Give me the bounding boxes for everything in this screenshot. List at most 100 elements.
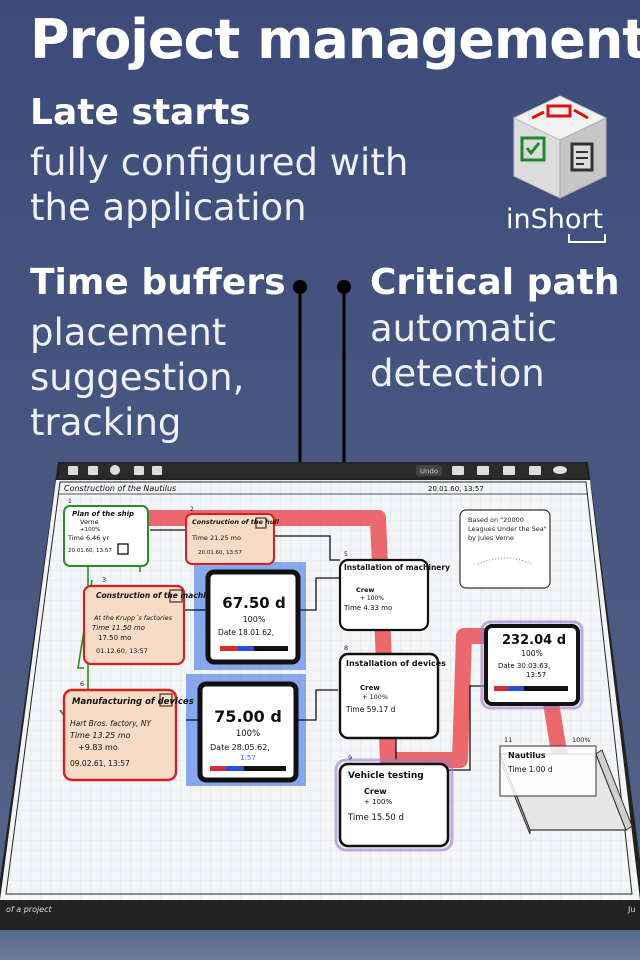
buffer-time: 13:57 <box>526 671 546 679</box>
task-node-construction-of-hull[interactable]: 2 Construction of the hull Time 21.25 mo… <box>185 506 280 565</box>
task-node-vehicle-testing[interactable]: 9 Vehicle testing Crew + 100% Time 15.50… <box>338 754 450 848</box>
feature-time-buffers: Time buffers <box>30 262 286 303</box>
node-date: 20.01.60, 13:57 <box>68 548 112 554</box>
footer-right: Ju <box>627 905 635 914</box>
node-number: 11 <box>504 736 512 744</box>
critical-path-callout-dot <box>337 280 351 294</box>
project-title: Construction of the Nautilus <box>64 484 176 493</box>
buffer-node-3[interactable]: 232.04 d 100% Date 30.03.63, 13:57 <box>484 624 580 706</box>
time-buffers-line-2: suggestion, <box>30 356 245 399</box>
tree-icon[interactable] <box>152 466 162 475</box>
critical-path-line-1: automatic <box>370 307 558 350</box>
toolbar-icons <box>68 465 567 475</box>
node-number: 3 <box>102 576 106 584</box>
delete-icon[interactable] <box>88 466 98 475</box>
node-time: Time 15.50 d <box>347 813 404 823</box>
node-title: Manufacturing of devices <box>72 697 194 707</box>
logo-name: inShort <box>506 204 604 235</box>
node-time: Time 6.46 yr <box>67 534 109 542</box>
layout-icon[interactable] <box>134 466 144 475</box>
settings-icon[interactable] <box>110 465 120 475</box>
task-node-plan-of-the-ship[interactable]: 1 Plan of the ship Verne +100% Time 6.46… <box>63 498 149 567</box>
node-number: 9 <box>348 754 352 762</box>
task-node-installation-of-devices[interactable]: 8 Installation of devices Crew + 100% Ti… <box>338 644 446 740</box>
time-buffers-line-1: placement <box>30 311 227 354</box>
note-line-1: Based on "20000 <box>468 516 524 524</box>
buffer-percent: 100% <box>243 615 266 624</box>
node-line-4: 17.50 mo <box>98 634 131 642</box>
node-time: Time 11.50 mo <box>92 624 145 632</box>
chevron-down-icon[interactable] <box>255 517 267 529</box>
node-number: 2 <box>190 506 194 513</box>
node-time: Time 4.33 mo <box>343 604 392 612</box>
buffer-value: 232.04 d <box>502 633 566 648</box>
critical-halo-1 <box>480 620 584 710</box>
time-buffers-callout-dot <box>293 280 307 294</box>
task-node-installation-of-machinery[interactable]: 5 Installation of machinery Crew + 100% … <box>338 551 450 632</box>
crew-percent: + 100% <box>364 798 392 806</box>
feature-critical-path-desc: automatic detection <box>370 306 557 396</box>
buffer-node-1[interactable]: 67.50 d 100% Date 18.01.62, <box>205 569 301 665</box>
milestone-node-nautilus[interactable]: 11 100% Nautilus Time 1.00 d <box>499 736 633 835</box>
node-time: Time 1.00 d <box>507 765 553 774</box>
task-node-manufacturing-of-devices[interactable]: 6 Manufacturing of devices Hart Bros. fa… <box>62 680 194 782</box>
eye-icon[interactable] <box>553 466 567 474</box>
buffer-date: Date 30.03.63, <box>498 662 550 670</box>
chevron-down-icon[interactable] <box>159 693 173 707</box>
check-icon[interactable] <box>117 543 129 555</box>
chevron-down-icon[interactable] <box>169 589 183 603</box>
node-time: Time 21.25 mo <box>191 534 241 542</box>
buffer-bar-blue <box>238 646 254 651</box>
buffer-bar-blue <box>508 686 524 691</box>
node-title: Plan of the ship <box>72 510 134 518</box>
buffer-node-2[interactable]: 75.00 d 100% Date 28.05.62, 1:57 <box>197 681 299 783</box>
node-date: 09.02.61, 13:57 <box>70 759 130 768</box>
critical-halo-2 <box>334 758 454 852</box>
buffer-bar-red <box>220 646 238 651</box>
edit-icon[interactable] <box>529 466 541 475</box>
late-starts-line-2: the application <box>30 186 307 229</box>
buffer-time: 1:57 <box>240 754 256 762</box>
node-title: Construction of the machinery <box>96 591 226 600</box>
note-card[interactable]: Based on "20000 Leagues Under the Sea" b… <box>459 509 551 589</box>
node-time: Time 59.17 d <box>345 705 396 714</box>
node-title: Construction of the hull <box>192 518 280 526</box>
node-title: Nautilus <box>508 751 546 760</box>
node-time: Time 13.25 mo <box>70 731 131 740</box>
dependency-arrows <box>150 529 486 771</box>
save-icon[interactable] <box>503 466 515 475</box>
footer-left: of a project <box>6 905 53 914</box>
share-icon[interactable] <box>477 466 489 475</box>
node-line-2: Verne <box>80 518 99 526</box>
add-icon[interactable] <box>68 466 78 475</box>
undo-button[interactable] <box>416 465 442 476</box>
view-icon[interactable] <box>452 466 464 475</box>
feature-time-buffers-desc: placement suggestion, tracking <box>30 310 244 445</box>
node-number: 1 <box>68 498 72 505</box>
time-buffers-line-3: tracking <box>30 401 182 444</box>
note-scribble <box>477 557 533 565</box>
node-percent: 100% <box>572 736 591 744</box>
note-line-2: Leagues Under the Sea" <box>468 525 547 533</box>
buffer-date: Date 18.01.62, <box>218 628 274 637</box>
critical-path-line-2: detection <box>370 352 545 395</box>
node-date: 01.12.60, 13:57 <box>96 647 148 655</box>
node-line-3: +100% <box>80 527 100 533</box>
buffer-value: 67.50 d <box>222 594 285 612</box>
buffer-percent: 100% <box>236 729 260 739</box>
node-number: 6 <box>80 680 84 688</box>
node-title: Installation of devices <box>346 659 446 668</box>
project-date: 20.01.60, 13:57 <box>428 485 484 493</box>
node-line-2: Hart Bros. factory, NY <box>70 719 152 728</box>
node-title: Installation of machinery <box>344 563 450 572</box>
cube-diagram-icon <box>512 95 608 199</box>
task-node-construction-of-machinery[interactable]: 3 Construction of the machinery At the K… <box>82 576 226 666</box>
undo-label: Undo <box>420 468 438 476</box>
node-line-4: +9.83 mo <box>78 743 118 752</box>
node-title: Vehicle testing <box>348 771 424 781</box>
logo-underline <box>568 234 606 243</box>
crew-label: Crew <box>360 684 380 692</box>
buffer-bar-blue <box>226 766 244 771</box>
buffer-bar-red <box>210 766 226 771</box>
buffer-bar-track <box>494 686 568 691</box>
